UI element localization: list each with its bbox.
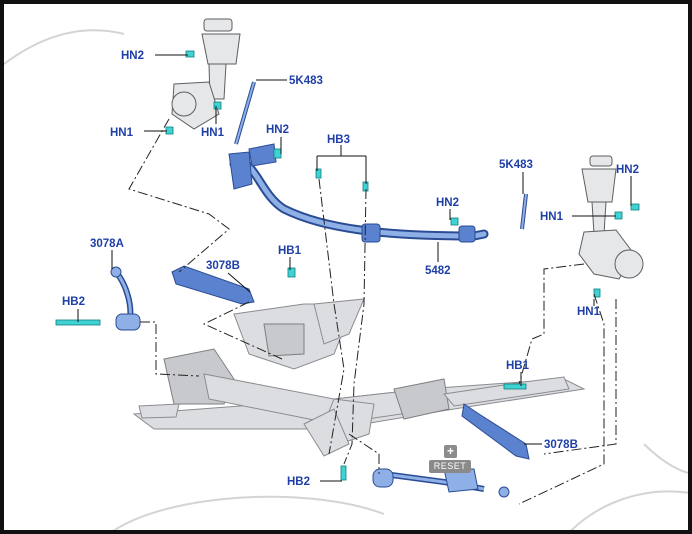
callout-hn2: HN2 xyxy=(121,50,144,62)
zoom-in-button[interactable]: + xyxy=(444,445,457,458)
callout-3078b: 3078B xyxy=(206,260,240,272)
callout-hb1: HB1 xyxy=(506,360,530,372)
callout-hn1: HN1 xyxy=(540,211,564,223)
suspension-exploded-diagram: HN2 5K483 HN1 HN1 HN2 HB3 5K483 HN2 HN2 … xyxy=(4,18,688,530)
left-lower-arm-3078B xyxy=(171,265,255,305)
callout-hn2: HN2 xyxy=(266,124,289,136)
zoom-controls: + RESET xyxy=(429,445,471,475)
stabilizer-links xyxy=(234,81,528,230)
right-strut-assembly xyxy=(578,155,644,280)
callout-hn1: HN1 xyxy=(201,127,225,139)
callout-5k483: 5K483 xyxy=(289,75,323,87)
leader-lines xyxy=(77,54,632,482)
callout-hb2: HB2 xyxy=(62,296,85,308)
callout-5482: 5482 xyxy=(425,265,451,277)
callout-3078b: 3078B xyxy=(544,439,578,451)
callout-hn1: HN1 xyxy=(577,306,601,318)
left-strut-assembly xyxy=(171,18,241,130)
callout-hn1: HN1 xyxy=(110,127,134,139)
callout-hb3: HB3 xyxy=(327,134,350,146)
watermark xyxy=(4,29,688,530)
callout-hn2: HN2 xyxy=(436,197,459,209)
callout-labels: HN2 5K483 HN1 HN1 HN2 HB3 5K483 HN2 HN2 … xyxy=(62,50,639,488)
callout-hb1: HB1 xyxy=(278,245,302,257)
left-lower-arm-3078A xyxy=(110,266,141,331)
callout-hb2: HB2 xyxy=(287,476,310,488)
right-lower-arm-3078A xyxy=(372,468,510,498)
assembly-lines xyxy=(128,118,617,505)
right-lower-arm-3078B xyxy=(461,403,530,460)
callout-5k483: 5K483 xyxy=(499,159,533,171)
stabilizer-bar xyxy=(228,143,489,243)
callout-3078a: 3078A xyxy=(90,238,124,250)
front-subframe xyxy=(132,298,586,457)
reset-button[interactable]: RESET xyxy=(429,460,471,473)
callout-hn2: HN2 xyxy=(616,164,639,176)
